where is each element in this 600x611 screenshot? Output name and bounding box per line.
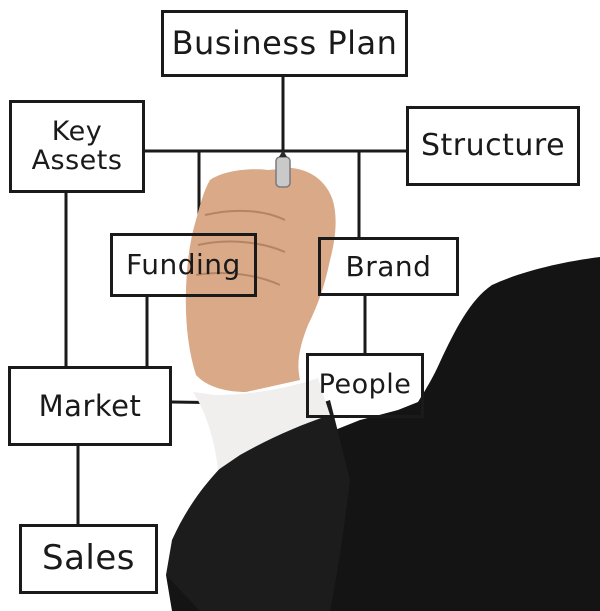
market-label: Market [38, 388, 142, 423]
sales-box: Sales [19, 524, 158, 594]
hand [185, 168, 336, 392]
shirt-cuff [193, 378, 330, 470]
brand-box: Brand [318, 237, 459, 296]
structure-label: Structure [420, 128, 566, 164]
businessman-illustration [166, 150, 600, 611]
sales-label: Sales [42, 538, 135, 579]
key-assets-box: Key Assets [9, 100, 145, 193]
people-label: People [318, 369, 412, 401]
suit-sleeve [166, 400, 350, 611]
business-plan-label: Business Plan [171, 23, 398, 62]
key-assets-label-line1: Key [51, 116, 103, 148]
key-assets-label-line2: Assets [31, 144, 123, 176]
finger-lines [195, 209, 286, 286]
business-plan-box: Business Plan [161, 10, 408, 77]
market-box: Market [8, 366, 172, 446]
brand-label: Brand [345, 249, 432, 283]
structure-box: Structure [406, 106, 580, 186]
people-box: People [306, 353, 424, 418]
marker-pen [275, 150, 291, 188]
funding-box: Funding [110, 233, 257, 297]
funding-label: Funding [126, 248, 241, 282]
